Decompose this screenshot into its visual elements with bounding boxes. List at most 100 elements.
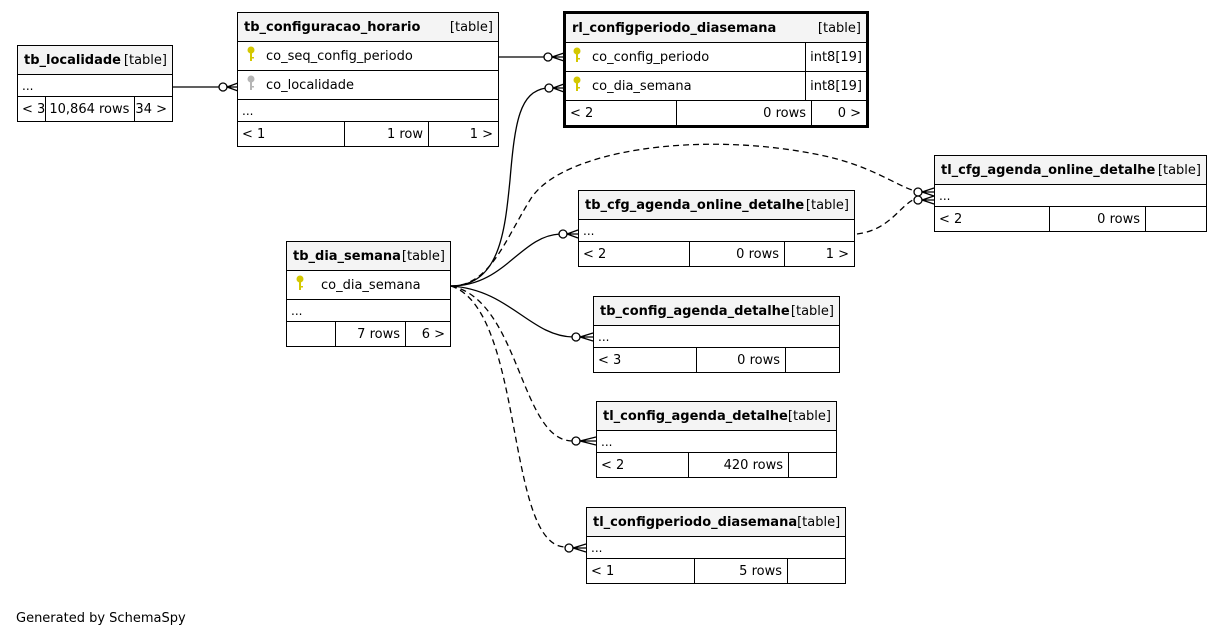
- table-name: tl_cfg_agenda_online_detalhe: [941, 162, 1156, 178]
- table-type: [table]: [787, 408, 831, 424]
- crows-foot: [566, 229, 579, 239]
- table-tl-configperiodo-diasemana[interactable]: tl_configperiodo_diasemana [table] ... <…: [586, 507, 846, 584]
- table-footer: < 2 0 rows: [935, 207, 1206, 231]
- table-header: tl_config_agenda_detalhe [table]: [597, 402, 836, 431]
- table-header: tb_localidade [table]: [18, 46, 172, 75]
- table-footer: < 2 0 rows 0 >: [566, 101, 866, 125]
- table-header: tl_cfg_agenda_online_detalhe [table]: [935, 156, 1206, 185]
- children-count[interactable]: [1146, 207, 1206, 231]
- row-count: 5 rows: [695, 559, 788, 583]
- edge-dia-semana-tb-config: [450, 285, 574, 338]
- parents-count[interactable]: [287, 322, 336, 346]
- parents-count[interactable]: < 2: [597, 453, 689, 477]
- table-tl-cfg-agenda-online-detalhe[interactable]: tl_cfg_agenda_online_detalhe [table] ...…: [934, 155, 1207, 232]
- table-type: [table]: [123, 52, 167, 68]
- table-tb-dia-semana[interactable]: tb_dia_semana [table] co_dia_semana ... …: [286, 241, 451, 347]
- key-icon: [572, 47, 586, 67]
- column-name: co_dia_semana: [592, 78, 692, 94]
- parents-count[interactable]: < 1: [587, 559, 695, 583]
- children-count[interactable]: 6 >: [421, 326, 445, 342]
- table-type: [table]: [1157, 162, 1201, 178]
- children-count[interactable]: 0 >: [837, 105, 861, 121]
- column-row[interactable]: co_localidade: [238, 71, 498, 100]
- edge-tb-cfg-tl-cfg: [856, 198, 916, 235]
- table-name: tb_dia_semana: [293, 248, 401, 264]
- crows-foot: [921, 187, 935, 197]
- parents-count[interactable]: < 3: [594, 348, 697, 372]
- children-count[interactable]: [789, 453, 836, 477]
- table-footer: < 1 1 row 1 >: [238, 122, 498, 146]
- table-tb-cfg-agenda-online-detalhe[interactable]: tb_cfg_agenda_online_detalhe [table] ...…: [578, 190, 855, 267]
- table-name: tl_configperiodo_diasemana: [593, 514, 798, 530]
- row-count: 0 rows: [690, 242, 785, 266]
- table-tb-config-agenda-detalhe[interactable]: tb_config_agenda_detalhe [table] ... < 3…: [593, 296, 840, 373]
- column-row[interactable]: co_dia_semana: [287, 271, 450, 300]
- edge-end-circle: [558, 229, 568, 239]
- table-type: [table]: [797, 514, 841, 530]
- parents-count[interactable]: < 1: [238, 122, 345, 146]
- generated-by-label: Generated by SchemaSpy: [16, 611, 186, 626]
- row-count: 7 rows: [336, 322, 406, 346]
- edge-end-circle: [913, 187, 923, 197]
- column-name: co_localidade: [266, 77, 354, 93]
- edge-dia-semana-tl-cfg: [450, 143, 916, 287]
- table-header: tb_cfg_agenda_online_detalhe [table]: [579, 191, 854, 220]
- columns-ellipsis: ...: [594, 326, 839, 348]
- row-count: 0 rows: [697, 348, 786, 372]
- edge-dia-semana-tl-config: [450, 285, 573, 442]
- columns-ellipsis: ...: [18, 75, 172, 97]
- edge-dia-semana-tb-cfg: [450, 233, 561, 287]
- children-count[interactable]: [788, 559, 845, 583]
- table-footer: < 2 420 rows: [597, 453, 836, 477]
- column-row[interactable]: co_config_periodo int8[19]: [566, 43, 866, 72]
- parents-count[interactable]: < 2: [566, 101, 677, 125]
- children-count[interactable]: 34 >: [135, 101, 167, 117]
- edge-end-circle: [571, 332, 581, 342]
- table-rl-configperiodo-diasemana[interactable]: rl_configperiodo_diasemana [table] co_co…: [563, 11, 869, 128]
- column-row[interactable]: co_dia_semana int8[19]: [566, 72, 866, 101]
- row-count: 10,864 rows: [46, 97, 136, 121]
- table-header: tb_dia_semana [table]: [287, 242, 450, 271]
- table-header: tl_configperiodo_diasemana [table]: [587, 508, 845, 537]
- children-count[interactable]: 1 >: [825, 246, 849, 262]
- table-footer: 7 rows 6 >: [287, 322, 450, 346]
- edge-end-circle: [544, 83, 554, 93]
- crows-foot: [226, 82, 239, 92]
- table-footer: < 1 5 rows: [587, 559, 845, 583]
- table-type: [table]: [805, 197, 849, 213]
- table-header: tb_config_agenda_detalhe [table]: [594, 297, 839, 326]
- columns-ellipsis: ...: [587, 537, 845, 559]
- table-header: rl_configperiodo_diasemana [table]: [566, 14, 866, 43]
- columns-ellipsis: ...: [287, 300, 450, 322]
- edge-end-circle: [571, 436, 581, 446]
- table-tl-config-agenda-detalhe[interactable]: tl_config_agenda_detalhe [table] ... < 2…: [596, 401, 837, 478]
- row-count: 1 row: [345, 122, 429, 146]
- crows-foot: [921, 195, 935, 205]
- table-name: tb_config_agenda_detalhe: [600, 303, 790, 319]
- columns-ellipsis: ...: [935, 185, 1206, 207]
- column-row[interactable]: co_seq_config_periodo: [238, 42, 498, 71]
- row-count: 0 rows: [1050, 207, 1146, 231]
- column-name: co_seq_config_periodo: [266, 48, 413, 64]
- edge-end-circle: [543, 52, 553, 62]
- row-count: 420 rows: [689, 453, 789, 477]
- parents-count[interactable]: < 2: [579, 242, 690, 266]
- crows-foot: [579, 436, 597, 446]
- table-name: rl_configperiodo_diasemana: [572, 20, 777, 36]
- foreign-key-icon: [246, 75, 260, 95]
- crows-foot: [551, 52, 565, 62]
- table-footer: < 3 10,864 rows 34 >: [18, 97, 172, 121]
- table-tb-localidade[interactable]: tb_localidade [table] ... < 3 10,864 row…: [17, 45, 173, 122]
- children-count[interactable]: 1 >: [469, 126, 493, 142]
- table-header: tb_configuracao_horario [table]: [238, 13, 498, 42]
- parents-count[interactable]: < 2: [935, 207, 1050, 231]
- table-tb-configuracao-horario[interactable]: tb_configuracao_horario [table] co_seq_c…: [237, 12, 499, 147]
- children-count[interactable]: [786, 348, 839, 372]
- key-icon: [295, 275, 309, 295]
- edge-dia-semana-tl-configperiodo: [450, 285, 566, 548]
- edge-end-circle: [564, 543, 574, 553]
- table-name: tb_localidade: [24, 52, 121, 68]
- parents-count[interactable]: < 3: [18, 97, 46, 121]
- table-type: [table]: [790, 303, 834, 319]
